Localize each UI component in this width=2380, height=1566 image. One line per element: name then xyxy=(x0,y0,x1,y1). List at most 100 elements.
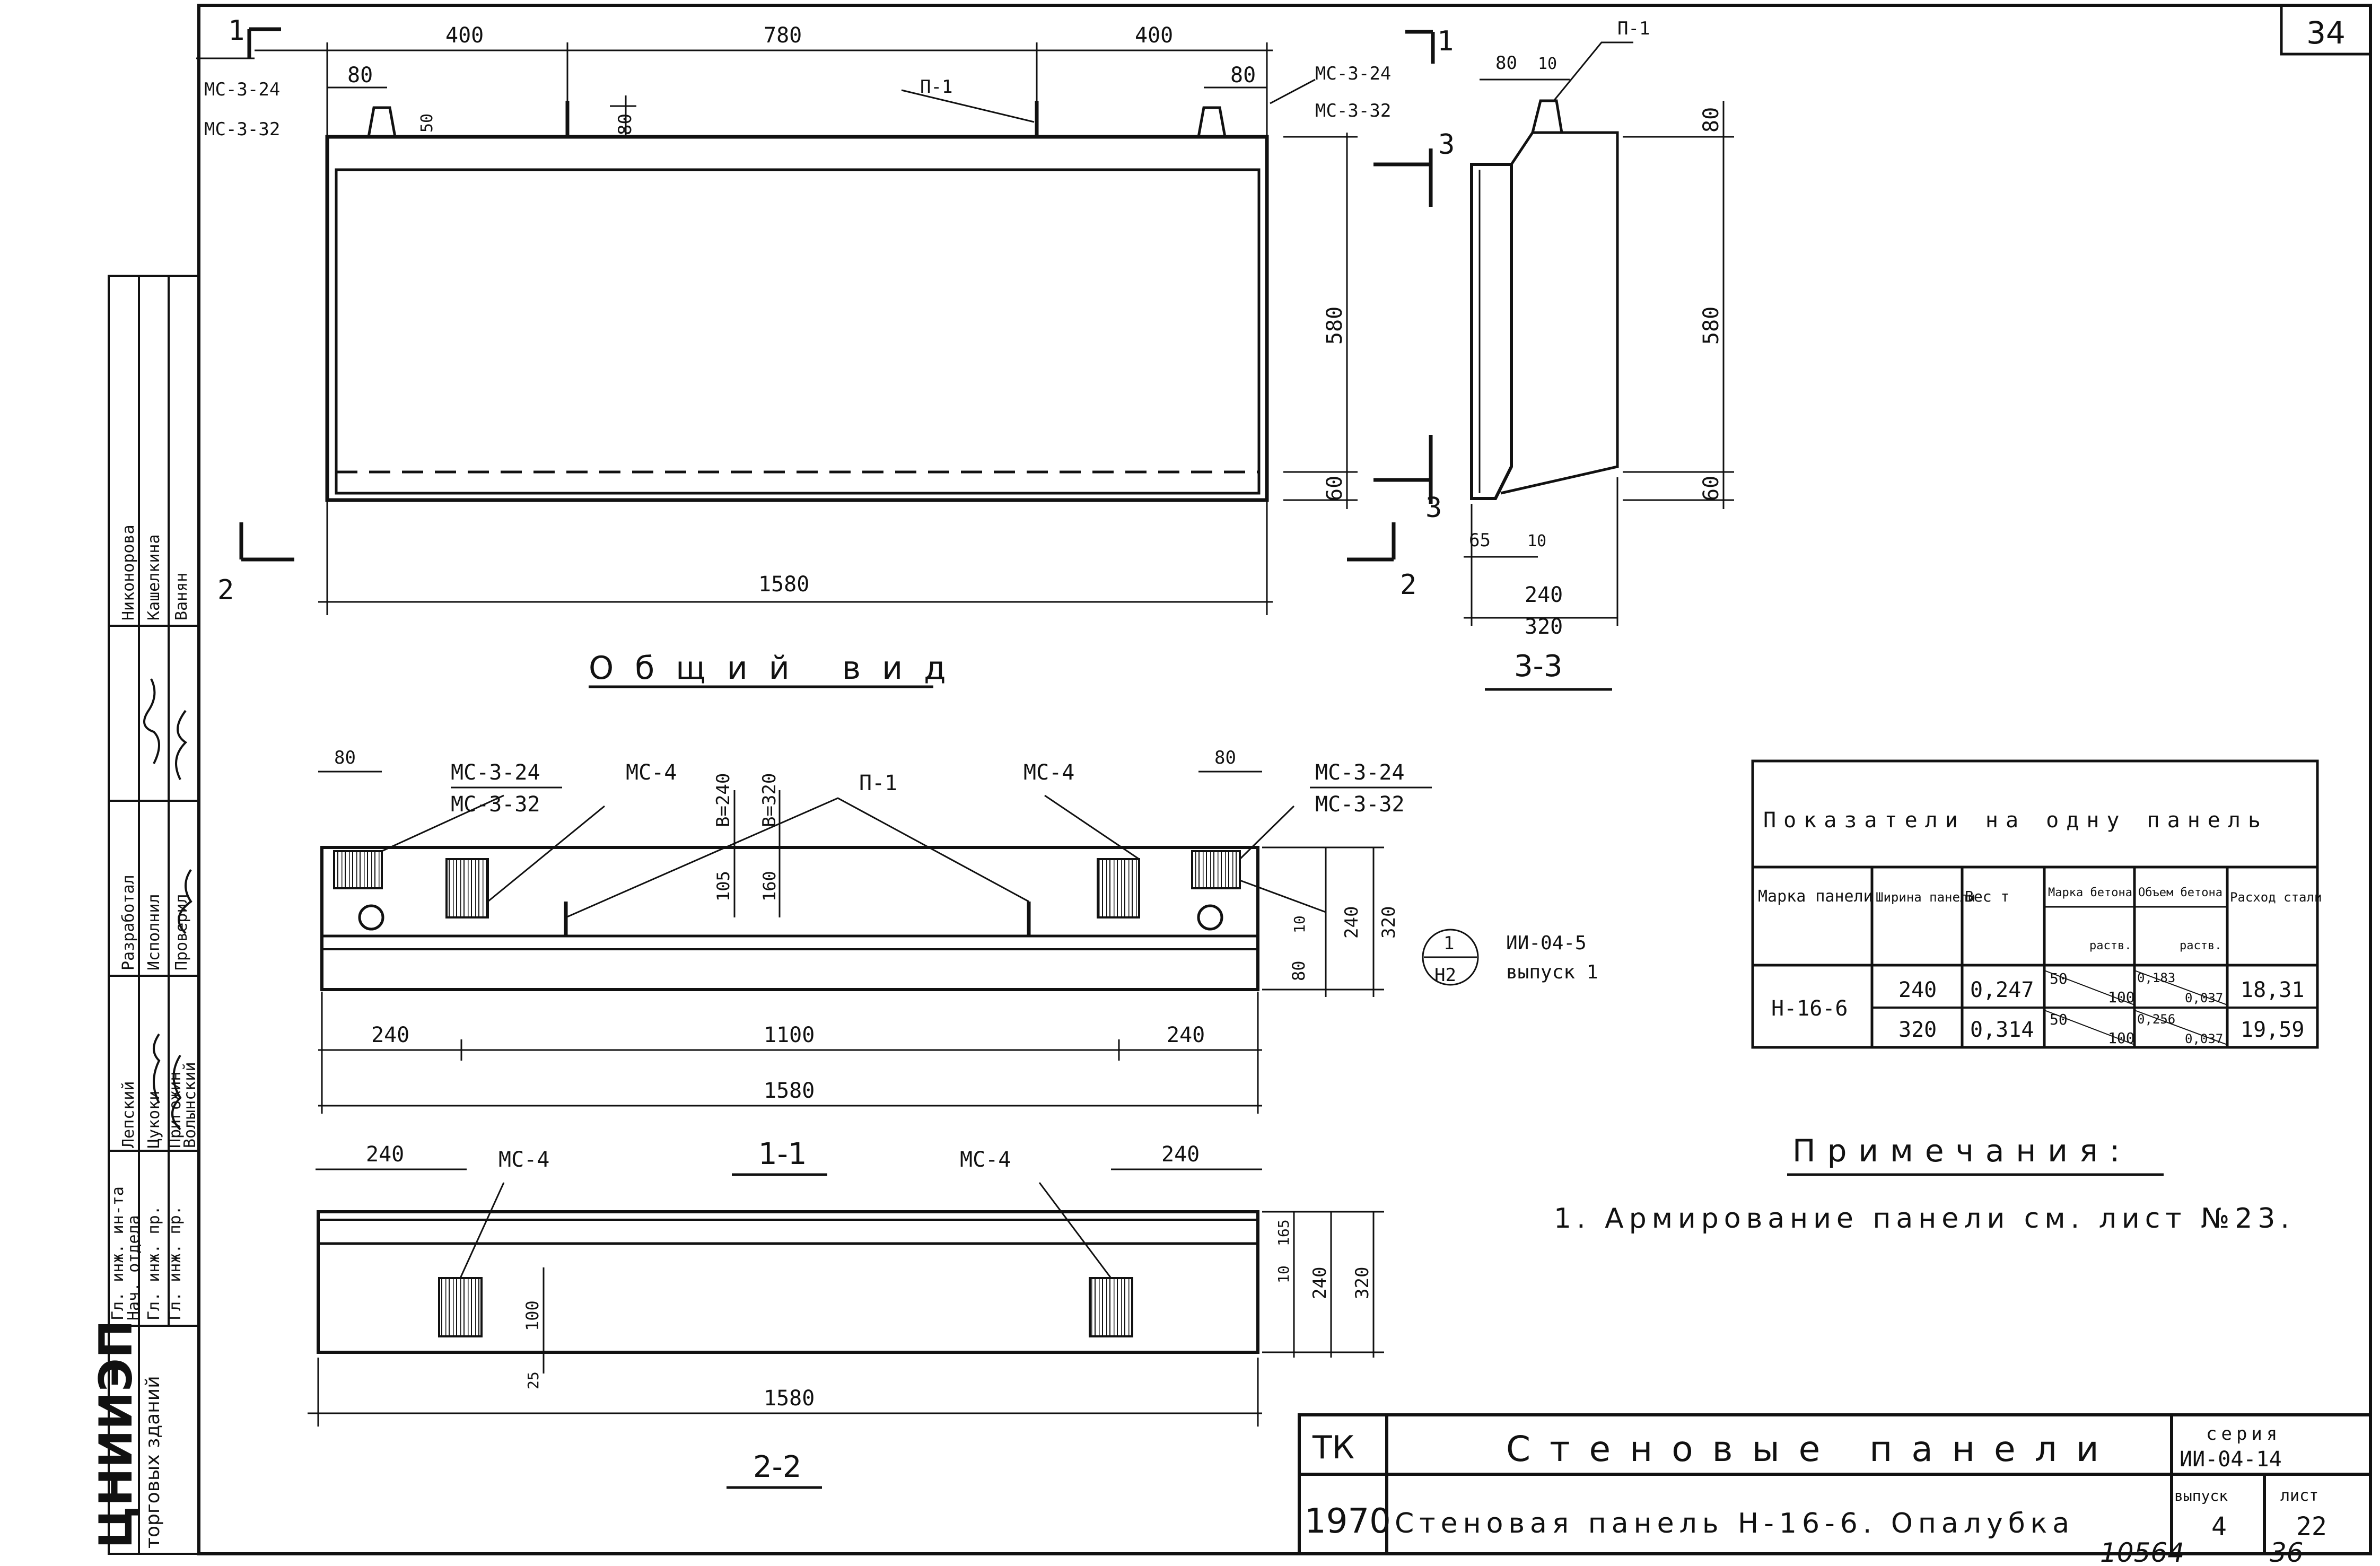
section-2-2-labels: 240 240 МС-4 МС-4 100 25 10 165 240 320 … xyxy=(366,1142,1373,1411)
dim-text: 80 xyxy=(1495,53,1517,74)
cell-mortar-vol: 0,037 xyxy=(2185,991,2223,1005)
stamp-name: Лепский xyxy=(119,1081,138,1148)
section-1-1-labels: 80 80 МС-3-24 МС-3-32 МС-4 МС-4 В=240 В=… xyxy=(334,747,1598,1103)
general-view-labels: 400 780 400 80 80 50 80 580 60 1580 МС-3… xyxy=(204,15,1455,606)
stamp-role: Нач. отдела xyxy=(125,1215,143,1320)
stamp-rows: Никонорова Кашелкина Ванян Разработал Ис… xyxy=(109,524,199,1320)
cut-label: 1 xyxy=(228,15,244,47)
dim-text: 80 xyxy=(1699,107,1723,133)
cut-label: 1 xyxy=(1437,25,1454,57)
section-2-2-title: 2-2 xyxy=(753,1450,801,1484)
ms-label: МС-4 xyxy=(498,1148,549,1172)
th-concrete-vol: Объем бетона xyxy=(2138,886,2222,899)
cut-label: 2 xyxy=(217,574,234,606)
dim-text: 80 xyxy=(347,63,373,88)
sheet-number: 34 xyxy=(2306,15,2346,51)
dim-text: 1580 xyxy=(758,572,809,597)
cell-mortar-vol: 0,037 xyxy=(2185,1031,2223,1046)
dim-text: 50 xyxy=(418,113,436,133)
cut-label: 3 xyxy=(1438,129,1455,161)
stamp-role: Разработал xyxy=(119,874,138,970)
cell-mortar-mark: 100 xyxy=(2108,1029,2135,1047)
stamp-role: Проверил xyxy=(172,894,191,971)
ms-label: МС-4 xyxy=(960,1148,1011,1172)
th-steel: Расход стали xyxy=(2230,890,2322,905)
archive-page: 36 xyxy=(2270,1537,2304,1566)
cell-weight: 0,247 xyxy=(1970,978,2034,1002)
callout-ref: выпуск 1 xyxy=(1506,961,1598,983)
section-2-2-dimensions xyxy=(308,1168,1384,1427)
th-sub: раств. xyxy=(2180,939,2221,952)
stamp-org-sub: торговых зданий xyxy=(142,1376,164,1548)
cell-width: 240 xyxy=(1898,978,1937,1002)
section-3-3-drawing xyxy=(1470,99,1619,500)
ms-label: МС-3-32 xyxy=(204,119,280,140)
tb-series-label: серия xyxy=(2206,1423,2281,1445)
indicators-table xyxy=(1751,759,2319,1049)
tb-series-value: ИИ-04-14 xyxy=(2180,1447,2282,1472)
tb-year: 1970 xyxy=(1305,1502,1391,1541)
tb-issue-value: 4 xyxy=(2211,1512,2227,1542)
section-2-2-drawing xyxy=(317,1210,1259,1354)
dim-text: 240 xyxy=(1525,583,1563,607)
dim-text: 80 xyxy=(334,747,356,768)
general-view-drawing xyxy=(325,101,1269,502)
ms-label: МС-3-32 xyxy=(1315,100,1391,121)
dim-text: 1580 xyxy=(764,1386,815,1411)
dim-text: 80 xyxy=(1214,747,1236,768)
dim-text: 10 xyxy=(1291,915,1308,933)
dim-text: 780 xyxy=(764,23,802,48)
ms-label: МС-3-32 xyxy=(1315,792,1405,817)
stamp-name: Волынский xyxy=(181,1062,199,1148)
section-marks xyxy=(239,27,1435,562)
left-stamp xyxy=(108,275,200,1555)
ms-label: МС-4 xyxy=(1023,760,1074,785)
dim-text: 320 xyxy=(1352,1267,1373,1299)
dim-text: 10 xyxy=(1538,55,1557,73)
p1-label: П-1 xyxy=(920,76,952,98)
dim-text: 400 xyxy=(1135,23,1173,48)
tb-sheet-label: лист xyxy=(2280,1486,2318,1505)
dim-text: 320 xyxy=(1525,615,1563,639)
th-width: Ширина панели xyxy=(1876,890,1975,905)
dim-text: 60 xyxy=(1699,476,1723,501)
stamp-role: Гл. инж. ин-та xyxy=(109,1186,127,1320)
dim-text: 240 xyxy=(366,1142,404,1167)
tb-issue-label: выпуск xyxy=(2174,1487,2228,1504)
stamp-role: Гл. инж. пр. xyxy=(166,1205,185,1320)
th-concrete-mark: Марка бетона xyxy=(2048,886,2132,899)
ms-label: МС-3-32 xyxy=(451,792,540,817)
dim-text: 580 xyxy=(1699,307,1723,345)
ms-label: МС-3-24 xyxy=(1315,760,1405,785)
section-3-3-labels: 80 10 П-1 80 580 60 65 10 240 320 xyxy=(1469,18,1723,639)
cell-concrete-vol: 0,256 xyxy=(2137,1012,2175,1027)
title-block-text: ТК 1970 Стеновые панели Стеновая панель … xyxy=(1305,1423,2327,1542)
cell-concrete-vol: 0,183 xyxy=(2137,970,2175,985)
dim-text: 25 xyxy=(524,1371,542,1389)
cell-width: 320 xyxy=(1898,1018,1937,1042)
cell-concrete-mark: 50 xyxy=(2050,970,2068,987)
dim-text: 160 xyxy=(759,871,780,902)
signatures xyxy=(143,678,192,1131)
dim-text: 400 xyxy=(445,23,484,48)
dim-text: 80 xyxy=(1230,63,1256,88)
dim-text: 240 xyxy=(1161,1142,1200,1167)
ms-label: МС-3-24 xyxy=(1315,63,1391,84)
cut-label: 3 xyxy=(1425,492,1442,524)
stamp-name: Цукоки xyxy=(145,1091,163,1148)
th-mark: Марка панели xyxy=(1758,887,1873,906)
dim-text: 1580 xyxy=(764,1079,815,1103)
stamp-org: ЦНИИЭП xyxy=(90,1320,143,1548)
stamp-role: Гл. инж. пр. xyxy=(145,1205,163,1320)
dim-text: 105 xyxy=(713,871,733,902)
cell-mortar-mark: 100 xyxy=(2108,988,2135,1006)
dim-text: 60 xyxy=(1323,476,1347,501)
section-1-1-dimensions xyxy=(318,771,1479,1114)
tb-code: ТК xyxy=(1312,1429,1354,1466)
callout-ref: ИИ-04-5 xyxy=(1506,932,1587,954)
p1-label: П-1 xyxy=(1617,18,1650,39)
table-title: Показатели на одну панель xyxy=(1763,808,2268,833)
cell-concrete-mark: 50 xyxy=(2050,1011,2068,1028)
th-sub: раств. xyxy=(2089,939,2131,952)
